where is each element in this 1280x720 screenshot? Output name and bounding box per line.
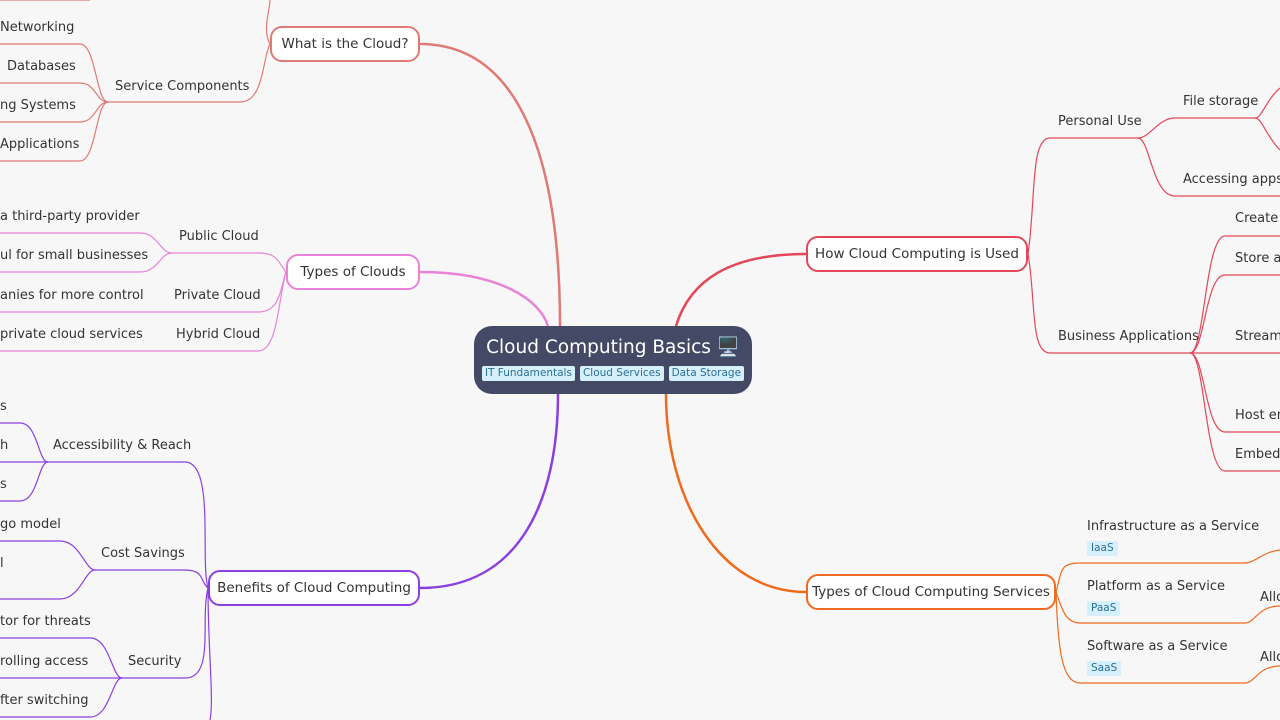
tag-it-fundamentals[interactable]: IT Fundamentals: [481, 366, 575, 381]
central-topic-tags: IT Fundamentals Cloud Services Data Stor…: [474, 366, 752, 381]
node-paas[interactable]: Platform as a Service: [1087, 579, 1225, 594]
node-personal-use[interactable]: Personal Use: [1058, 114, 1142, 129]
node-accessing-apps[interactable]: Accessing apps,: [1183, 172, 1280, 187]
link-benefits: [419, 393, 560, 590]
node-what-is-the-cloud[interactable]: What is the Cloud?: [270, 26, 420, 62]
node-file-storage[interactable]: File storage: [1183, 94, 1259, 109]
node-saas[interactable]: Software as a Service: [1087, 639, 1228, 654]
node-private-cloud[interactable]: Private Cloud: [174, 288, 261, 303]
node-security-detail-3[interactable]: fter switching: [0, 693, 89, 708]
node-business-item-5[interactable]: Embed: [1235, 447, 1280, 462]
node-security[interactable]: Security: [128, 654, 182, 669]
tag-paas[interactable]: PaaS: [1087, 601, 1121, 616]
central-topic[interactable]: Cloud Computing Basics 🖥️ IT Fundamental…: [474, 326, 752, 394]
node-operating-systems[interactable]: ng Systems: [0, 98, 76, 113]
node-public-cloud-detail-1[interactable]: a third-party provider: [0, 209, 140, 224]
node-business-item-2[interactable]: Store an: [1235, 251, 1280, 266]
node-cost-savings-detail-1[interactable]: go model: [0, 517, 61, 532]
node-cost-savings-detail-2[interactable]: l: [0, 556, 4, 571]
central-topic-title: Cloud Computing Basics 🖥️: [486, 337, 740, 358]
link-how-used: [674, 252, 807, 327]
node-accessibility-reach[interactable]: Accessibility & Reach: [53, 438, 192, 453]
node-how-cloud-computing-is-used[interactable]: How Cloud Computing is Used: [806, 236, 1028, 272]
node-public-cloud-detail-2[interactable]: ul for small businesses: [0, 248, 149, 263]
tag-data-storage[interactable]: Data Storage: [668, 366, 745, 381]
node-public-cloud[interactable]: Public Cloud: [179, 229, 259, 244]
node-types-of-clouds[interactable]: Types of Clouds: [286, 254, 420, 290]
node-cost-savings[interactable]: Cost Savings: [101, 546, 185, 561]
node-security-detail-1[interactable]: tor for threats: [0, 614, 91, 629]
node-hybrid-cloud[interactable]: Hybrid Cloud: [176, 327, 261, 342]
node-iaas[interactable]: Infrastructure as a Service: [1087, 519, 1260, 534]
node-accessibility-detail-1[interactable]: s: [0, 399, 7, 414]
node-service-components[interactable]: Service Components: [115, 79, 250, 94]
node-benefits-of-cloud-computing[interactable]: Benefits of Cloud Computing: [208, 570, 420, 606]
node-accessibility-detail-3[interactable]: s: [0, 477, 7, 492]
link-services: [664, 393, 807, 594]
node-databases[interactable]: Databases: [7, 59, 76, 74]
tag-saas[interactable]: SaaS: [1087, 661, 1122, 676]
node-types-of-cloud-computing-services[interactable]: Types of Cloud Computing Services: [806, 574, 1056, 610]
node-networking[interactable]: Networking: [0, 20, 75, 35]
tag-iaas[interactable]: IaaS: [1087, 541, 1118, 556]
node-business-applications[interactable]: Business Applications: [1058, 329, 1199, 344]
link-what-is: [419, 42, 562, 327]
node-accessibility-detail-2[interactable]: h: [0, 438, 9, 453]
node-hybrid-cloud-detail[interactable]: private cloud services: [0, 327, 143, 342]
node-business-item-1[interactable]: Create v: [1235, 211, 1280, 226]
node-paas-detail[interactable]: Allo: [1260, 590, 1280, 605]
node-business-item-3[interactable]: Streami: [1235, 329, 1280, 344]
link-types-of-clouds: [419, 270, 550, 327]
node-business-item-4[interactable]: Host em: [1235, 408, 1280, 423]
node-saas-detail[interactable]: Allo: [1260, 650, 1280, 665]
node-applications[interactable]: Applications: [0, 137, 80, 152]
node-private-cloud-detail[interactable]: anies for more control: [0, 288, 144, 303]
node-security-detail-2[interactable]: rolling access: [0, 654, 89, 669]
tag-cloud-services[interactable]: Cloud Services: [579, 366, 664, 381]
